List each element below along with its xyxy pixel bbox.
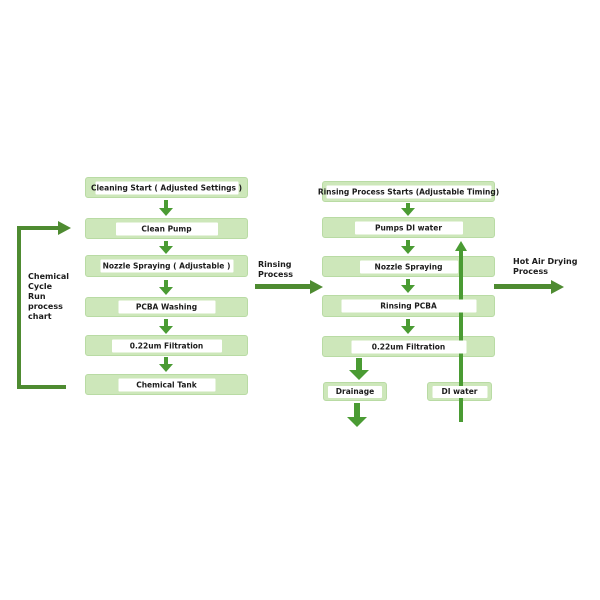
node-label: Clean Pump xyxy=(115,222,218,235)
node-label: Nozzle Spraying ( Adjustable ) xyxy=(100,259,233,273)
hot-air-drying-label: Hot Air Drying Process xyxy=(513,257,578,276)
arrow-up-icon xyxy=(455,241,467,251)
node-label: Cleaning Start ( Adjusted Settings ) xyxy=(90,181,243,194)
arrow-right-icon xyxy=(551,280,564,294)
di-water-recirculation-line xyxy=(459,250,463,422)
node-label: Pumps DI water xyxy=(354,221,463,234)
node-label: 0.22um Filtration xyxy=(351,340,466,353)
node-label: Rinsing PCBA xyxy=(341,299,476,313)
arrow-down-icon xyxy=(401,240,415,254)
arrow-down-icon xyxy=(401,203,415,216)
arrow-down-icon xyxy=(401,279,415,293)
arrow-down-icon xyxy=(349,358,369,380)
arrow-down-icon xyxy=(401,319,415,334)
arrow-down-icon xyxy=(159,319,173,334)
node-filtration-right: 0.22um Filtration xyxy=(322,336,495,357)
node-rinsing-pcba: Rinsing PCBA xyxy=(322,295,495,317)
rinsing-process-label: Rinsing Process xyxy=(258,260,293,279)
node-clean-pump: Clean Pump xyxy=(85,218,248,239)
node-drainage: Drainage xyxy=(323,382,387,401)
cycle-loop-bottom-line xyxy=(17,385,66,389)
node-label: Rinsing Process Starts (Adjustable Timin… xyxy=(317,185,500,198)
node-chemical-tank: Chemical Tank xyxy=(85,374,248,395)
node-nozzle-spraying-adjustable: Nozzle Spraying ( Adjustable ) xyxy=(85,255,248,277)
node-label: Chemical Tank xyxy=(118,378,215,391)
arrow-right-icon xyxy=(310,280,323,294)
node-cleaning-start: Cleaning Start ( Adjusted Settings ) xyxy=(85,177,248,198)
node-label: Nozzle Spraying xyxy=(359,260,458,273)
hot-air-transfer-line xyxy=(494,284,552,289)
node-label: DI water xyxy=(432,385,487,398)
cycle-loop-vertical-line xyxy=(17,226,21,389)
rinsing-transfer-line xyxy=(255,284,311,289)
node-rinsing-start: Rinsing Process Starts (Adjustable Timin… xyxy=(317,181,500,202)
node-pcba-washing: PCBA Washing xyxy=(85,297,248,317)
arrow-down-icon xyxy=(159,357,173,372)
node-label: 0.22um Filtration xyxy=(111,339,222,352)
node-filtration-left: 0.22um Filtration xyxy=(85,335,248,356)
node-nozzle-spraying: Nozzle Spraying xyxy=(322,256,495,277)
node-pumps-di-water: Pumps DI water xyxy=(322,217,495,238)
arrow-down-icon xyxy=(159,280,173,295)
node-label: PCBA Washing xyxy=(118,300,215,314)
arrow-down-icon xyxy=(159,200,173,216)
drainage-exit-arrow-icon xyxy=(347,403,367,427)
arrow-right-icon xyxy=(58,221,71,235)
arrow-down-icon xyxy=(159,241,173,254)
node-di-water: DI water xyxy=(427,382,492,401)
node-label: Drainage xyxy=(328,385,382,398)
cycle-loop-top-line xyxy=(17,226,60,230)
cycle-loop-label: Chemical Cycle Run process chart xyxy=(28,272,69,321)
